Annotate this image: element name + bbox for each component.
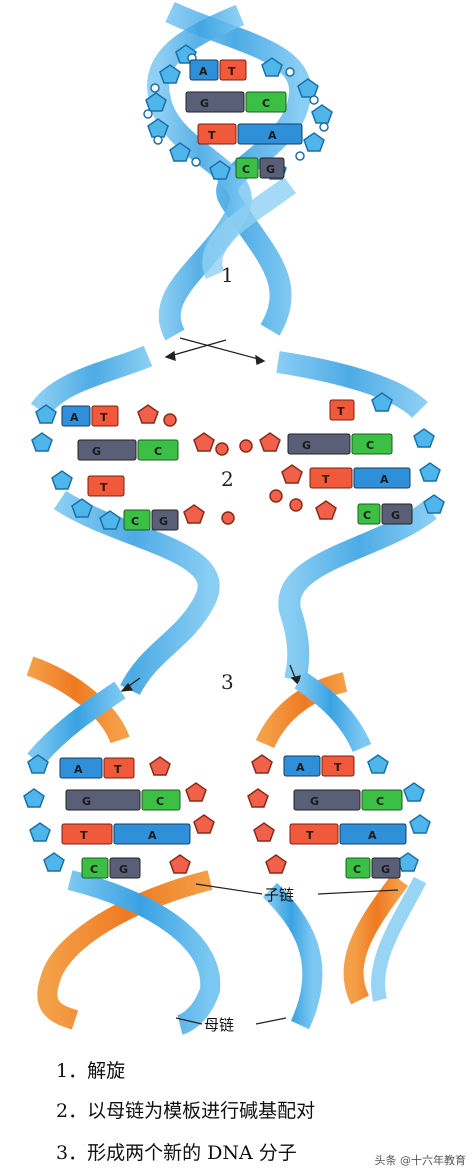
base-pair: G C [65,789,181,811]
parent-strand-ribbon [165,2,312,336]
base-pair: C G [123,509,179,531]
step-number-1: 1 [221,263,234,287]
daughter-strand-ribbon [26,656,130,744]
base-letter: G [391,509,400,522]
daughter-strand-ribbon [37,870,213,1030]
base-letter: A [296,761,305,774]
parent-strand-ribbon [202,176,296,279]
base-pair: C G [235,157,285,179]
base-letter: G [381,863,390,876]
base-pair: G C [293,789,403,811]
base-letter: T [228,65,236,78]
base-letter: G [119,863,128,876]
base-letter: A [148,829,157,842]
parent-strand-ribbon [278,501,437,683]
base-letter: A [74,763,83,776]
base-letter: G [159,515,168,528]
base-letter: C [363,509,371,522]
parent-strand-label: 母链 [204,1016,234,1034]
base-pair: A T [283,755,355,777]
caption-step-2: 2．以母链为模板进行碱基配对 [56,1100,316,1122]
base-pair: G C [287,433,393,455]
base-letter: G [92,445,101,458]
base-letter: A [368,829,377,842]
watermark: 头条 @十六年教育 [374,1154,467,1167]
base-letter: G [266,163,275,176]
daughter-strand-label: 子链 [264,886,294,904]
base-letter: A [199,65,208,78]
base-pair: T A [309,467,411,489]
stage-1-helix: A T G C T A C G [143,2,333,341]
base-letter: C [376,795,384,808]
base-letter: C [131,515,139,528]
base-letter: C [242,163,250,176]
base-pair: T A [289,823,407,845]
base-letter: T [337,405,345,418]
parent-strand-ribbon [276,351,428,419]
callout-parent-strand [175,1017,287,1025]
base-letter: A [70,411,79,424]
base-letter: T [306,829,314,842]
daughter-strand-ribbon [343,874,409,1005]
base-pair: C G [357,503,413,525]
caption-step-1: 1．解旋 [56,1060,126,1082]
base-letter: T [100,411,108,424]
nucleotide: T [329,399,355,421]
arrows-to-new-helices [120,664,301,692]
base-letter: T [208,129,216,142]
base-pair: G C [185,91,287,113]
base-pair: C G [345,857,401,879]
caption-step-3: 3．形成两个新的 DNA 分子 [56,1142,297,1164]
backbone-left [145,44,231,180]
base-pair: A T [189,59,247,81]
base-pair: A T [59,757,135,779]
step-number-3: 3 [221,670,234,694]
base-letter: A [380,473,389,486]
parent-strand-ribbon [27,681,126,767]
unwind-arrows [164,337,266,365]
daughter-strand-ribbon [255,672,348,749]
base-letter: G [310,795,319,808]
base-letter: C [154,445,162,458]
stage-3-right-molecule: A T G C T A C G [247,671,431,1030]
base-letter: G [82,795,91,808]
base-pair: T A [197,123,303,145]
nucleotide: T [87,475,125,497]
base-letter: C [262,97,270,110]
stage-3-left-molecule: A T G C T A C G [23,656,221,1035]
base-pair: A T [61,405,119,427]
base-letter: T [322,473,330,486]
base-letter: A [268,129,277,142]
parent-strand-ribbon [371,876,427,1002]
parent-strand-ribbon [262,882,323,1030]
base-pair: G C [77,439,179,461]
callout-daughter-strand [195,883,399,895]
base-letter: T [114,763,122,776]
base-pair: C G [81,857,141,879]
base-letter: T [80,829,88,842]
base-letter: C [366,439,374,452]
base-letter: C [90,863,98,876]
base-letter: T [334,761,342,774]
base-letter: T [100,481,108,494]
step-number-2: 2 [221,467,234,491]
parent-strand-ribbon [294,671,372,753]
base-letter: G [302,439,311,452]
stage-2-separation: A T G C T C G [30,345,445,696]
base-letter: G [200,97,209,110]
parent-strand-ribbon [67,870,221,1035]
base-pair: T A [61,823,191,845]
parent-strand-ribbon [30,345,153,417]
base-letter: C [156,795,164,808]
base-letter: C [353,863,361,876]
